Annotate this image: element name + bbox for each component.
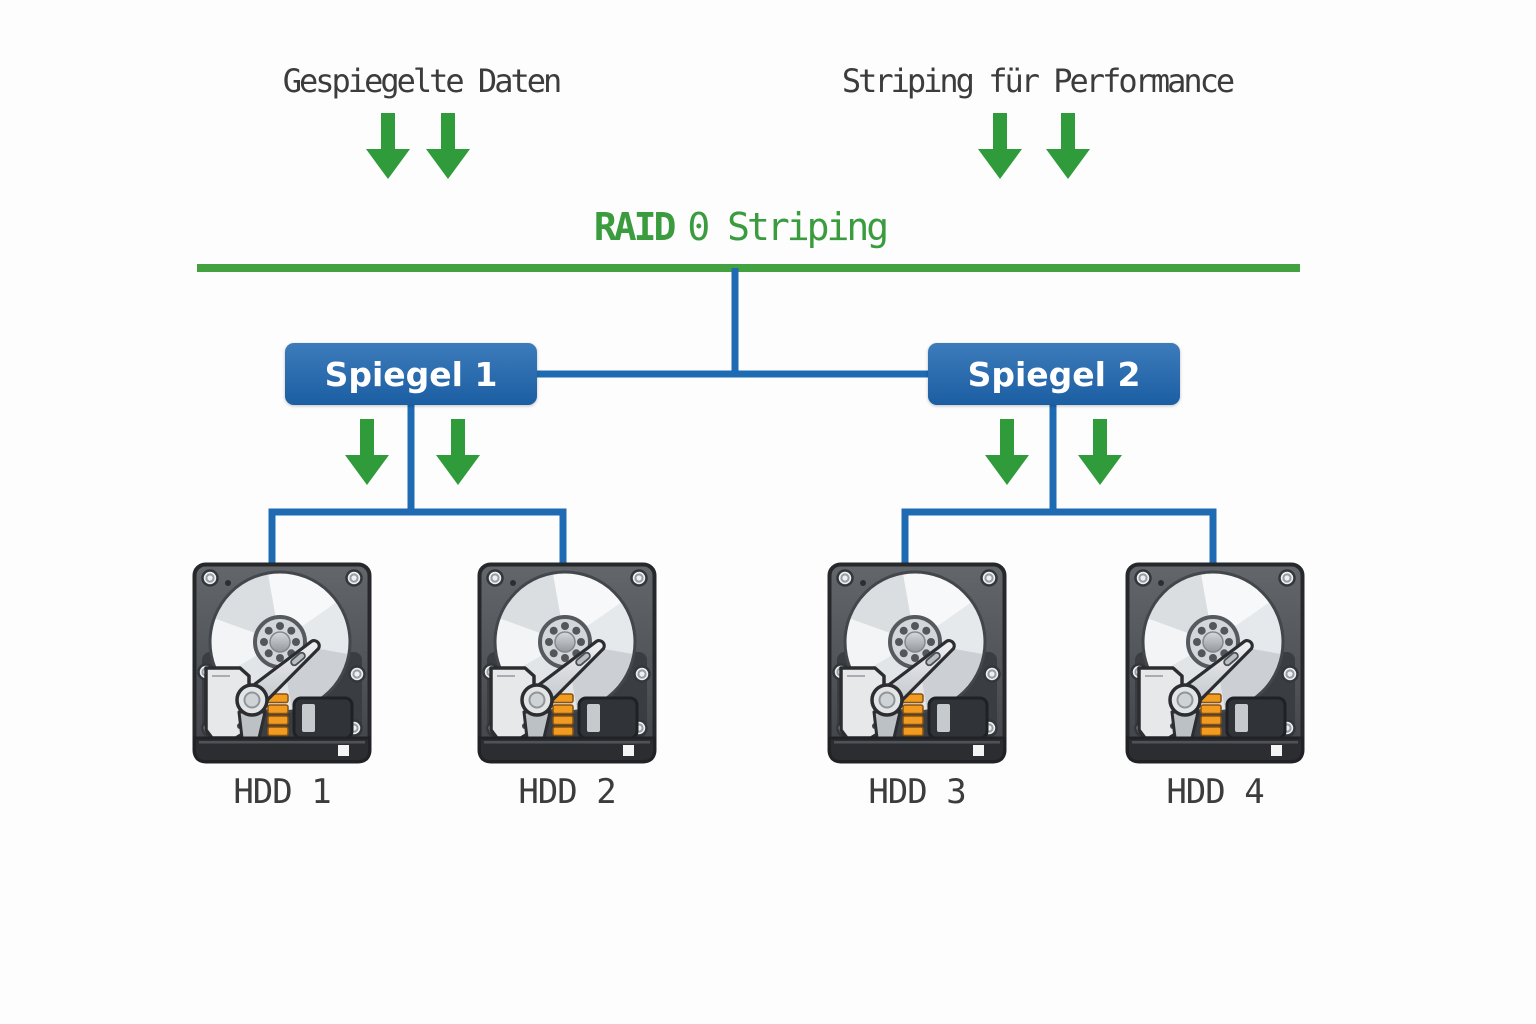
hdd-icon <box>827 562 1007 764</box>
hdd-label: HDD 4 <box>1166 772 1264 812</box>
mirror-box-spiegel-1: Spiegel 1 <box>285 343 537 405</box>
hdd-icon <box>1125 562 1305 764</box>
down-arrow-icon <box>344 419 390 485</box>
hdd-label: HDD 1 <box>233 772 331 812</box>
hdd-label: HDD 3 <box>868 772 966 812</box>
down-arrow-icon <box>365 113 411 179</box>
raid0-title-bold: RAID <box>593 205 676 249</box>
mirrored-data-label: Gespiegelte Daten <box>282 62 563 100</box>
hdd-label: HDD 2 <box>518 772 616 812</box>
mirror2-drives-rail <box>901 508 1217 563</box>
down-arrow-icon <box>425 113 471 179</box>
down-arrow-icon <box>984 419 1030 485</box>
down-arrow-icon <box>1045 113 1091 179</box>
mirror-box-label: Spiegel 1 <box>324 354 498 394</box>
hdd-icon <box>192 562 372 764</box>
raid0-title-regular: 0 Striping <box>687 205 889 249</box>
mirror-box-spiegel-2: Spiegel 2 <box>928 343 1180 405</box>
hdd-icon <box>477 562 657 764</box>
striping-performance-label: Striping für Performance <box>841 62 1235 100</box>
down-arrow-icon <box>1077 419 1123 485</box>
mirror-box-label: Spiegel 2 <box>967 354 1141 394</box>
down-arrow-icon <box>435 419 481 485</box>
mirror1-drives-rail <box>268 508 567 563</box>
down-arrow-icon <box>977 113 1023 179</box>
